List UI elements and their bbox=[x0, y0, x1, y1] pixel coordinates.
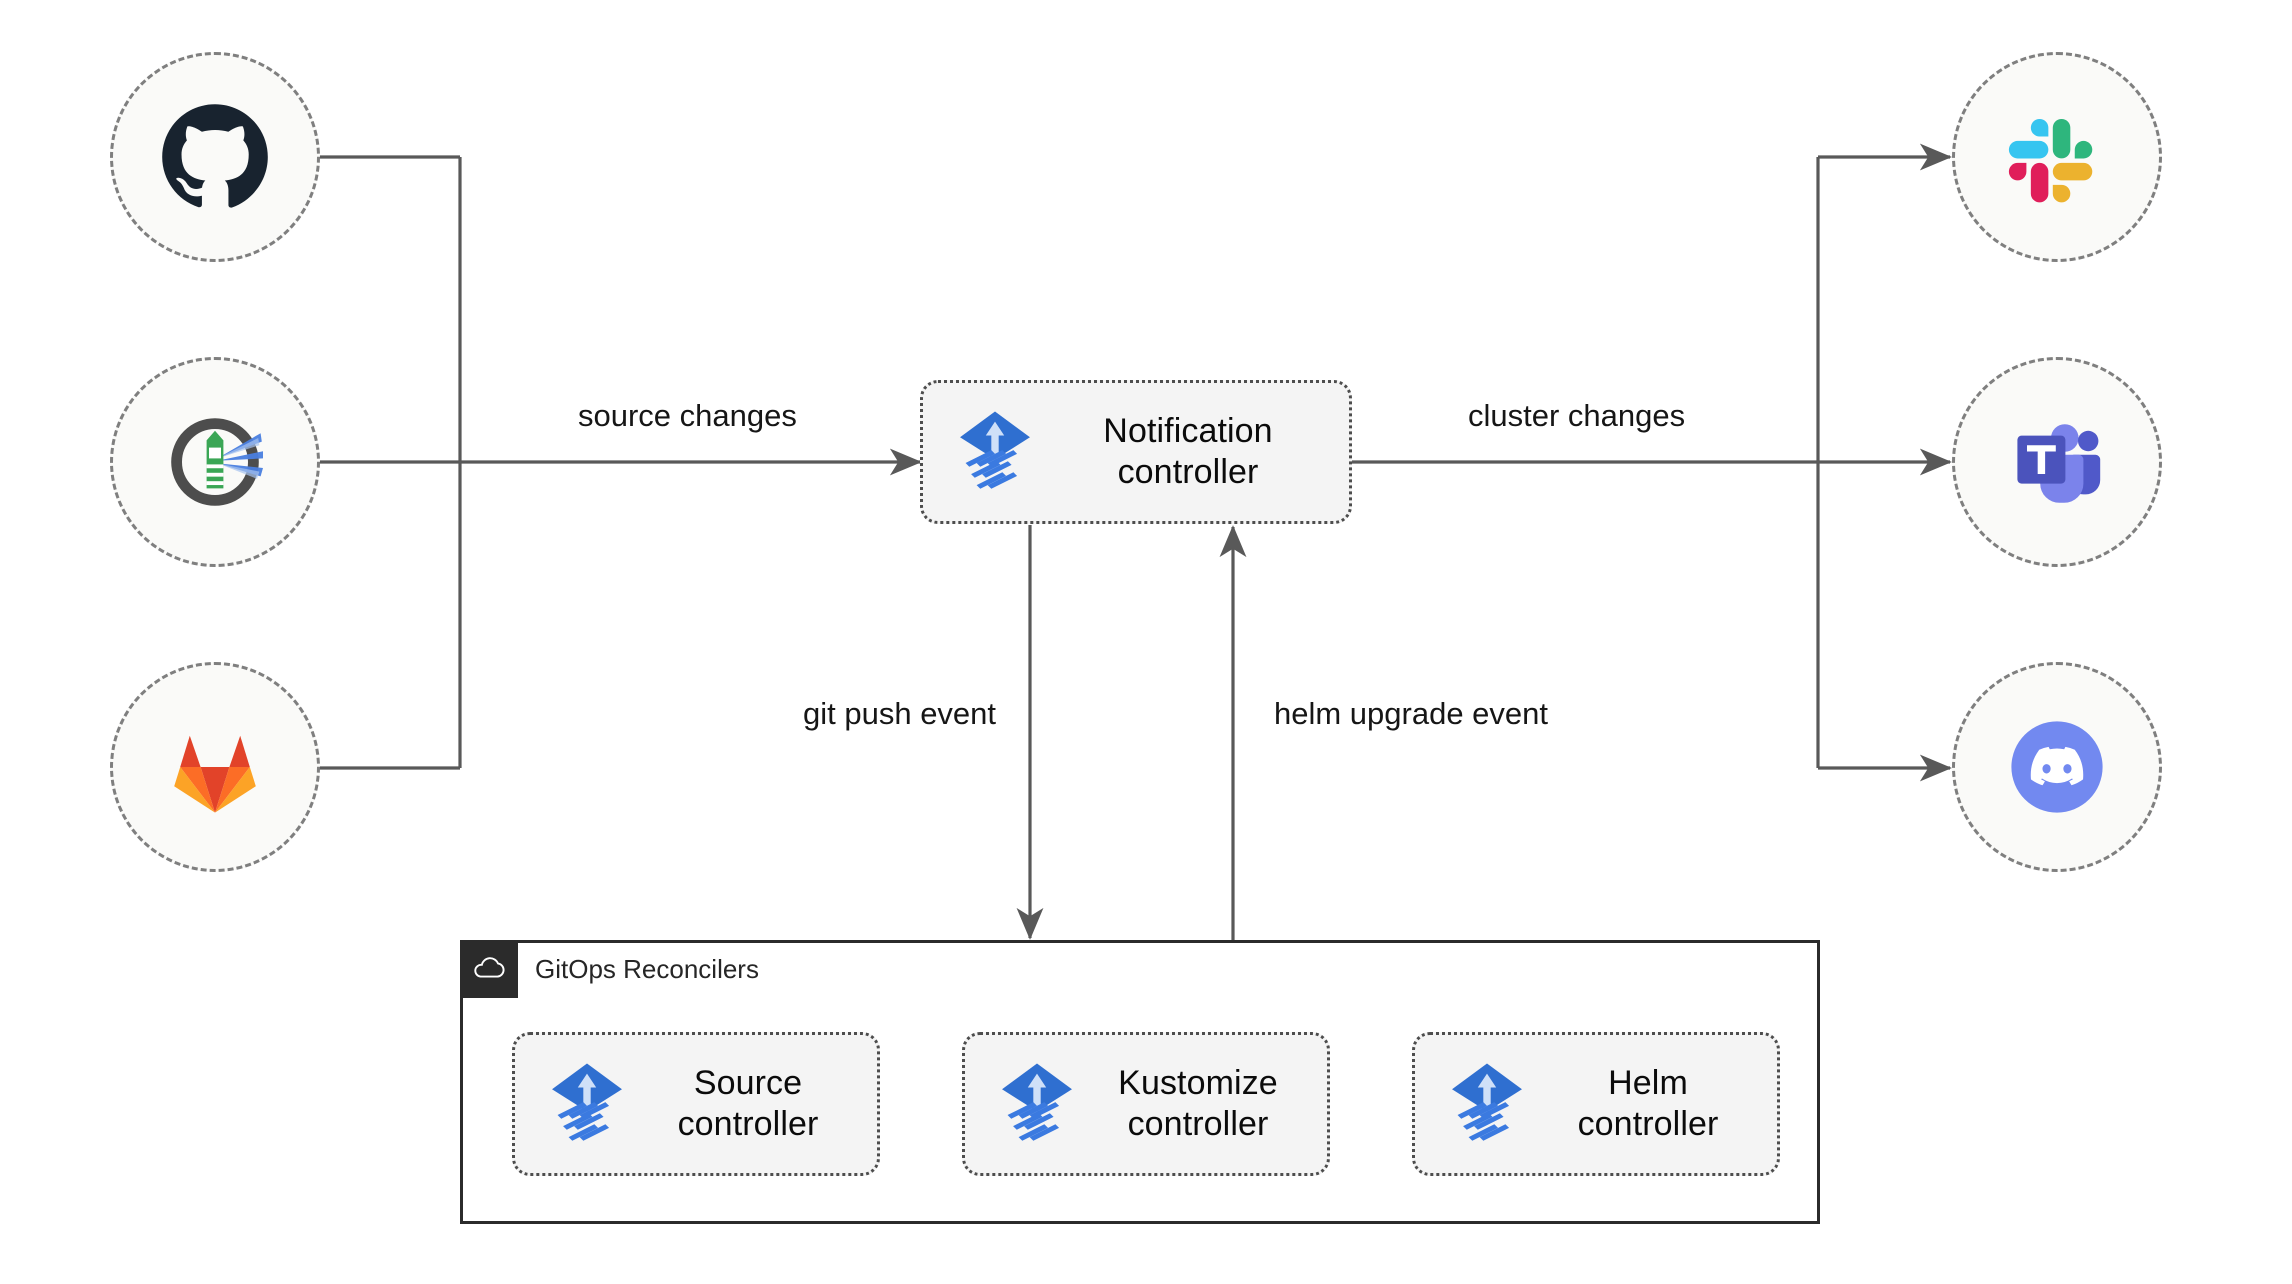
edge-label-git-push-event: git push event bbox=[793, 698, 1007, 729]
ms-teams-icon bbox=[2017, 424, 2101, 503]
source-node-flux[interactable] bbox=[110, 357, 320, 567]
helm-controller-line2: controller bbox=[1577, 1105, 1719, 1143]
flux-lighthouse-icon bbox=[171, 418, 263, 506]
flux-logo-icon bbox=[1002, 1063, 1072, 1141]
gitops-reconcilers-header: GitOps Reconcilers bbox=[460, 940, 759, 998]
gitops-reconcilers-title: GitOps Reconcilers bbox=[535, 953, 759, 984]
slack-icon bbox=[2008, 118, 2093, 203]
target-node-teams[interactable] bbox=[1952, 357, 2162, 567]
helm-controller-label: Helm controller bbox=[1533, 1063, 1777, 1146]
kustomize-controller-label: Kustomize controller bbox=[1083, 1063, 1327, 1146]
gitlab-icon bbox=[174, 735, 256, 813]
target-node-discord[interactable] bbox=[1952, 662, 2162, 872]
edge-label-cluster-changes: cluster changes bbox=[1458, 400, 1696, 431]
helm-controller-line1: Helm bbox=[1608, 1063, 1688, 1102]
source-node-gitlab[interactable] bbox=[110, 662, 320, 872]
github-icon bbox=[162, 104, 268, 208]
kustomize-controller-line1: Kustomize bbox=[1118, 1063, 1278, 1102]
edge-label-helm-upgrade-event: helm upgrade event bbox=[1264, 698, 1559, 729]
kustomize-controller-line2: controller bbox=[1127, 1105, 1269, 1143]
flux-logo-icon bbox=[960, 411, 1030, 489]
source-controller-label: Source controller bbox=[633, 1063, 877, 1146]
source-node-github[interactable] bbox=[110, 52, 320, 262]
helm-controller-box[interactable]: Helm controller bbox=[1412, 1032, 1780, 1176]
notification-controller-line1: Notification bbox=[1103, 411, 1273, 450]
cloud-icon bbox=[474, 957, 505, 978]
flux-logo-icon bbox=[1452, 1063, 1522, 1141]
source-controller-box[interactable]: Source controller bbox=[512, 1032, 880, 1176]
flux-logo-icon bbox=[552, 1063, 622, 1141]
edge-label-source-changes: source changes bbox=[568, 400, 807, 431]
notification-controller-label: Notification controller bbox=[1041, 411, 1349, 494]
notification-controller-box[interactable]: Notification controller bbox=[920, 380, 1352, 524]
source-controller-line2: controller bbox=[677, 1105, 819, 1143]
source-controller-line1: Source bbox=[693, 1063, 803, 1102]
cloud-chip bbox=[460, 940, 518, 998]
discord-icon bbox=[2011, 721, 2103, 813]
notification-controller-line2: controller bbox=[1117, 453, 1259, 491]
target-node-slack[interactable] bbox=[1952, 52, 2162, 262]
kustomize-controller-box[interactable]: Kustomize controller bbox=[962, 1032, 1330, 1176]
